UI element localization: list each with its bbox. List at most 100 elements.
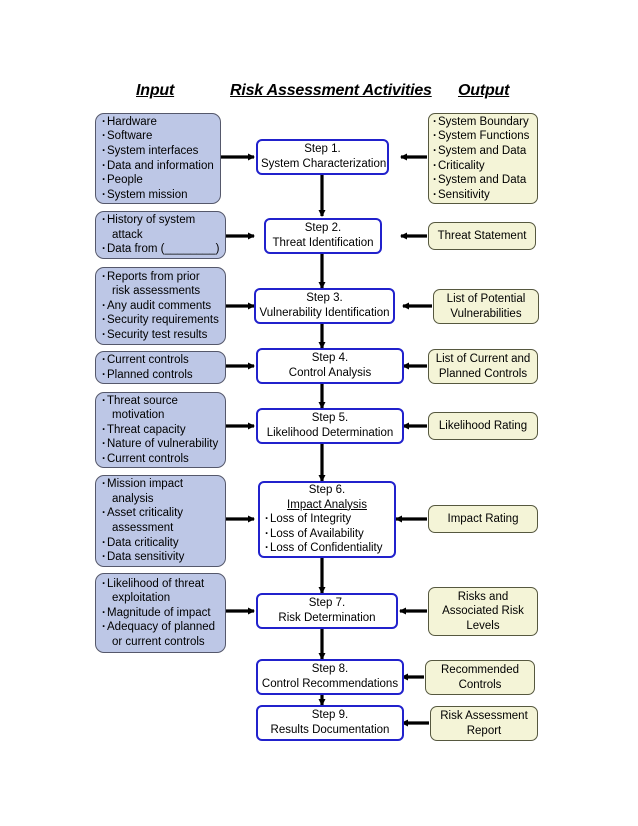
step-box-2[interactable]: Step 2. Threat Identification	[264, 218, 382, 254]
step-number: Step 2.	[304, 222, 342, 235]
input-item: Security requirements	[102, 313, 220, 328]
output-line: Levels	[466, 619, 500, 632]
input-item: System mission	[102, 188, 215, 203]
input-item: Threat source	[102, 394, 220, 409]
output-item: Criticality	[433, 159, 533, 174]
output-line: Associated Risk	[442, 605, 524, 618]
output-line: List of Current and	[435, 352, 531, 365]
output-item: System Boundary	[433, 115, 533, 130]
step-box-4[interactable]: Step 4. Control Analysis	[256, 348, 404, 384]
output-item: Sensitivity	[433, 188, 533, 203]
output-line: Recommended	[441, 663, 519, 676]
output-line: Risk Assessment	[440, 709, 528, 722]
input-item: Data and information	[102, 159, 215, 174]
input-item: History of system	[102, 213, 220, 228]
column-header-activities: Risk Assessment Activities	[230, 82, 432, 99]
input-box-row-7: Likelihood of threat exploitation Magnit…	[95, 573, 226, 653]
input-item-continuation: exploitation	[112, 592, 171, 605]
step-box-8[interactable]: Step 8. Control Recommendations	[256, 659, 404, 695]
input-item: Data sensitivity	[102, 550, 220, 565]
input-item: Nature of vulnerability	[102, 437, 220, 452]
input-item: Planned controls	[102, 368, 220, 383]
step-box-5[interactable]: Step 5. Likelihood Determination	[256, 408, 404, 444]
input-item: Current controls	[102, 452, 220, 467]
input-item: Any audit comments	[102, 299, 220, 314]
output-line: Impact Rating	[447, 512, 519, 525]
step-name: Control Recommendations	[261, 678, 399, 690]
output-box-row-5: Likelihood Rating	[428, 412, 538, 440]
output-line: Risks and	[457, 590, 509, 603]
input-item: Likelihood of threat	[102, 577, 220, 592]
step-number: Step 6.	[308, 484, 346, 497]
input-item-continuation: attack	[112, 228, 143, 241]
input-item-continuation: assessment	[112, 522, 174, 534]
input-item: Reports from prior	[102, 270, 220, 285]
input-box-row-6: Mission impact analysis Asset criticalit…	[95, 475, 226, 567]
step-sub-item: Loss of Integrity	[263, 512, 391, 527]
input-box-row-3: Reports from prior risk assessments Any …	[95, 267, 226, 345]
step-name: Vulnerability Identification	[259, 307, 390, 319]
input-item: Current controls	[102, 353, 220, 368]
input-item: Security test results	[102, 328, 220, 343]
step-name: Threat Identification	[272, 237, 374, 249]
step-number: Step 7.	[308, 597, 346, 610]
step-number: Step 8.	[311, 663, 349, 676]
input-box-row-1: Hardware Software System interfaces Data…	[95, 113, 221, 204]
step-sub-item: Loss of Confidentiality	[263, 541, 391, 556]
input-item-continuation: risk assessments	[112, 285, 201, 298]
output-line: Vulnerabilities	[450, 307, 522, 320]
output-line: Likelihood Rating	[438, 419, 528, 432]
input-item: Magnitude of impact	[102, 606, 220, 621]
step-number: Step 4.	[311, 352, 349, 365]
output-box-row-1: System Boundary System Functions System …	[428, 113, 538, 204]
output-box-row-6: Impact Rating	[428, 505, 538, 533]
step-number: Step 5.	[311, 412, 349, 425]
output-line: Controls	[458, 678, 502, 691]
step-name: Control Analysis	[288, 367, 372, 379]
step-name: System Characterization	[261, 158, 387, 170]
input-item: System interfaces	[102, 144, 215, 159]
step-name: Impact Analysis	[287, 498, 367, 511]
input-item-continuation: or current controls	[112, 635, 205, 648]
output-line: Threat Statement	[437, 229, 527, 242]
output-line: List of Potential	[446, 292, 526, 305]
input-item: Data from (________)	[102, 242, 220, 257]
output-line: Report	[466, 724, 502, 737]
step-number: Step 3.	[306, 292, 343, 305]
step-name: Risk Determination	[278, 612, 376, 624]
output-box-row-2: Threat Statement	[428, 222, 536, 250]
step-sub-item: Loss of Availability	[263, 527, 391, 542]
step-number: Step 1.	[304, 143, 341, 156]
input-item-continuation: analysis	[112, 492, 154, 505]
step-name: Results Documentation	[270, 724, 390, 736]
output-box-row-7: Risks and Associated Risk Levels	[428, 587, 538, 636]
input-box-row-4: Current controls Planned controls	[95, 351, 226, 384]
output-line: Planned Controls	[438, 367, 528, 380]
input-item: Threat capacity	[102, 423, 220, 438]
step-box-1[interactable]: Step 1. System Characterization	[256, 139, 389, 175]
input-box-row-2: History of system attack Data from (____…	[95, 211, 226, 259]
step-box-7[interactable]: Step 7. Risk Determination	[256, 593, 398, 629]
input-item: Software	[102, 129, 215, 144]
output-item: System and Data	[433, 173, 533, 188]
step-box-9[interactable]: Step 9. Results Documentation	[256, 705, 404, 741]
output-box-row-4: List of Current and Planned Controls	[428, 349, 538, 384]
column-header-input: Input	[136, 82, 175, 99]
step-box-6[interactable]: Step 6. Impact Analysis Loss of Integrit…	[258, 481, 396, 558]
output-item: System and Data	[433, 144, 533, 159]
step-number: Step 9.	[311, 709, 349, 722]
input-box-row-5: Threat source motivation Threat capacity…	[95, 392, 226, 468]
input-item: People	[102, 173, 215, 188]
output-box-row-9: Risk Assessment Report	[430, 706, 538, 741]
input-item: Hardware	[102, 115, 215, 130]
input-item-continuation: motivation	[112, 409, 165, 422]
input-item: Asset criticality	[102, 506, 220, 521]
output-item: System Functions	[433, 129, 533, 144]
input-item: Data criticality	[102, 536, 220, 551]
output-box-row-3: List of Potential Vulnerabilities	[433, 289, 539, 324]
column-header-output: Output	[458, 82, 510, 99]
input-item: Mission impact	[102, 477, 220, 492]
step-box-3[interactable]: Step 3. Vulnerability Identification	[254, 288, 395, 324]
output-box-row-8: Recommended Controls	[425, 660, 535, 695]
